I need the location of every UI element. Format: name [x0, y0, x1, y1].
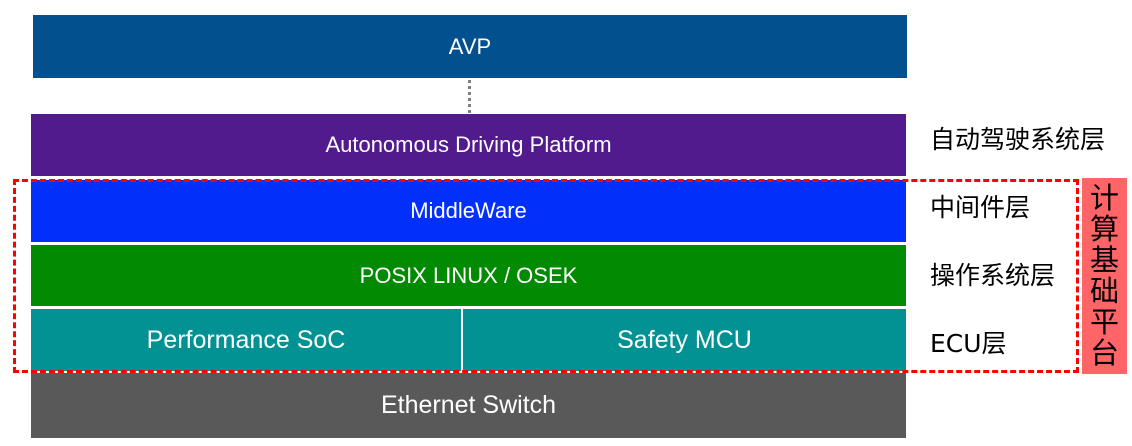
middleware-block: MiddleWare	[31, 180, 906, 242]
computing-platform-side-label: 计 算 基 础 平 台	[1082, 178, 1127, 374]
side-label-char: 台	[1089, 336, 1119, 370]
side-label-char: 础	[1089, 274, 1119, 308]
layer-label-platform: 自动驾驶系统层	[930, 125, 1106, 154]
layer-label-middleware: 中间件层	[930, 193, 1031, 222]
operating-system-block: POSIX LINUX / OSEK	[31, 245, 906, 306]
safety-mcu-block: Safety MCU	[463, 309, 906, 371]
mcu-label: Safety MCU	[617, 325, 752, 354]
ethernet-label: Ethernet Switch	[380, 391, 557, 419]
layer-label-os: 操作系统层	[930, 261, 1056, 290]
ethernet-switch-block: Ethernet Switch	[31, 373, 906, 438]
computing-platform-frame	[13, 179, 1079, 373]
avp-label: AVP	[448, 33, 492, 59]
side-label-char: 基	[1089, 243, 1119, 277]
dotted-connector	[468, 80, 471, 113]
platform-label: Autonomous Driving Platform	[325, 132, 612, 157]
side-label-char: 平	[1089, 305, 1119, 339]
avp-block: AVP	[33, 15, 907, 78]
side-label-char: 算	[1089, 212, 1119, 246]
layer-label-ecu: ECU层	[930, 329, 1007, 358]
side-label-char: 计	[1089, 181, 1119, 215]
performance-soc-block: Performance SoC	[31, 309, 461, 371]
soc-label: Performance SoC	[146, 325, 346, 354]
os-label: POSIX LINUX / OSEK	[359, 262, 578, 288]
middleware-label: MiddleWare	[410, 198, 527, 223]
autonomous-driving-platform-block: Autonomous Driving Platform	[31, 114, 906, 176]
